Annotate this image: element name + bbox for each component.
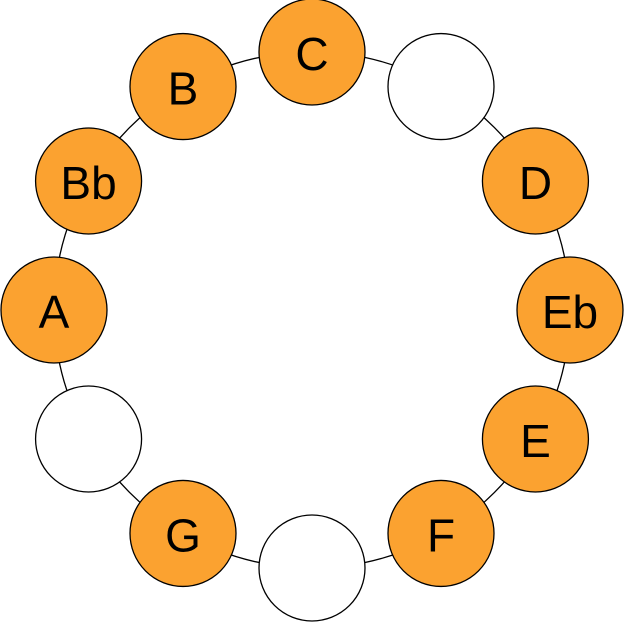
note-circle-e bbox=[481, 385, 590, 493]
note-node-d: D bbox=[481, 127, 590, 235]
note-circle-empty-6 bbox=[258, 514, 366, 622]
note-circle-f bbox=[387, 479, 495, 588]
note-node-g: G bbox=[129, 479, 237, 588]
note-node-eb: Eb bbox=[516, 256, 624, 364]
note-circle-b bbox=[129, 32, 237, 141]
note-node-b: B bbox=[129, 32, 237, 141]
note-node-f: F bbox=[387, 479, 495, 588]
note-label-b: B bbox=[168, 63, 199, 115]
note-circle-eb bbox=[516, 256, 624, 364]
note-circle-d bbox=[481, 127, 590, 235]
note-label-a: A bbox=[39, 286, 70, 338]
note-node-empty-6 bbox=[258, 514, 366, 622]
connecting-ring bbox=[53, 51, 571, 569]
note-circle-bb bbox=[34, 127, 143, 235]
note-label-g: G bbox=[165, 509, 201, 561]
note-node-c: C bbox=[258, 0, 366, 106]
note-label-f: F bbox=[427, 509, 455, 561]
note-label-d: D bbox=[519, 157, 552, 209]
note-node-empty-1 bbox=[387, 32, 495, 141]
note-label-e: E bbox=[520, 415, 551, 467]
note-node-bb: Bb bbox=[34, 127, 143, 235]
note-circle-empty-1 bbox=[387, 32, 495, 141]
note-circle-c bbox=[258, 0, 366, 106]
note-circle-empty-8 bbox=[34, 385, 143, 493]
note-label-c: C bbox=[295, 28, 328, 80]
note-circle-g bbox=[129, 479, 237, 588]
note-node-empty-8 bbox=[34, 385, 143, 493]
note-circle-a bbox=[0, 256, 108, 364]
note-label-eb: Eb bbox=[542, 286, 598, 338]
note-label-bb: Bb bbox=[60, 157, 116, 209]
note-node-a: A bbox=[0, 256, 108, 364]
note-node-e: E bbox=[481, 385, 590, 493]
